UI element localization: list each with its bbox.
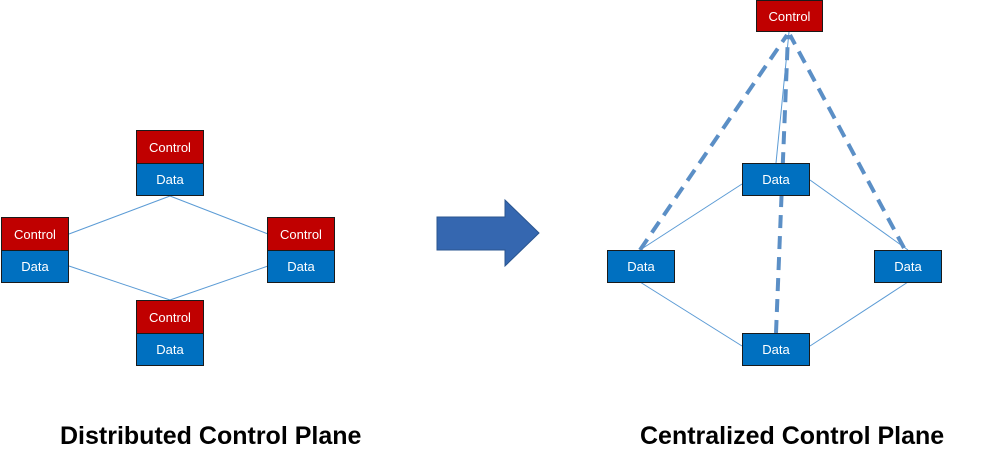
data-node-right: Data: [874, 250, 942, 283]
link-left-bottom: [68, 265, 171, 301]
control-box: Control: [136, 130, 204, 164]
data-box: Data: [136, 333, 204, 366]
data-node-top: Data: [742, 163, 810, 196]
channel-left: [638, 33, 789, 252]
channel-right: [788, 34, 906, 249]
control-box: Control: [136, 300, 204, 334]
data-node-bottom: Data: [742, 333, 810, 366]
link-top-left: [68, 195, 171, 235]
data-box: Data: [1, 250, 69, 283]
distributed-caption: Distributed Control Plane: [60, 422, 362, 450]
link-left-bottom: [639, 281, 743, 347]
control-box: Control: [1, 217, 69, 251]
data-box: Data: [136, 163, 204, 196]
central-controller-box: Control: [756, 0, 823, 32]
peer-links: [68, 195, 269, 301]
data-node-left: Data: [607, 250, 675, 283]
control-box: Control: [267, 217, 335, 251]
link-top-right: [169, 195, 269, 235]
link-top-left: [639, 183, 743, 251]
link-right-bottom: [169, 265, 269, 301]
centralized-caption: Centralized Control Plane: [640, 422, 945, 450]
data-box: Data: [267, 250, 335, 283]
transition-arrow-icon: [436, 198, 540, 268]
link-top-right: [809, 179, 909, 251]
link-right-bottom: [809, 281, 909, 347]
